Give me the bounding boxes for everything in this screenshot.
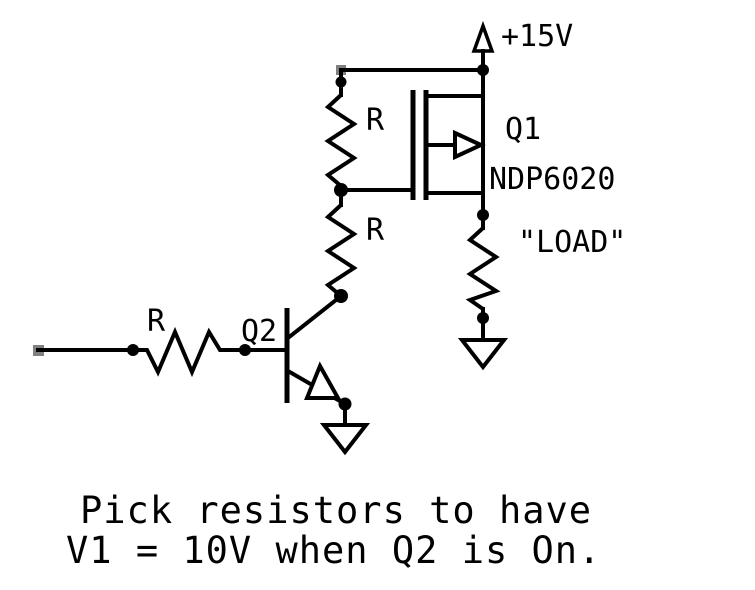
label-resistor-upper: R: [366, 103, 385, 138]
bjt-emitter-arrow-icon: [304, 361, 342, 400]
resistor-upper-group: [324, 68, 358, 192]
label-q1-reference: Q1: [505, 112, 541, 147]
mosfet-body-arrow-icon: [453, 129, 486, 161]
caption-line-2: V1 = 10V when Q2 is On.: [66, 529, 601, 572]
mosfet-q1-symbol: [410, 68, 486, 217]
junction-dot-base: [239, 344, 251, 356]
bjt-q2-symbol: [243, 308, 352, 411]
collector-net: [285, 293, 344, 341]
resistor-load-group: [465, 209, 501, 324]
ground-load-symbol: [457, 316, 509, 371]
label-q2-reference: Q2: [241, 314, 277, 349]
label-resistor-lower: R: [366, 213, 385, 248]
resistor-load-zigzag: [465, 226, 501, 311]
top-supply-rail: [336, 64, 489, 76]
vcc-triangle-icon: [471, 20, 495, 53]
ground-triangle-icon-emitter: [319, 423, 371, 456]
label-load: "LOAD": [518, 225, 626, 260]
gate-drive-net: [334, 183, 415, 197]
label-resistor-base: R: [147, 304, 166, 339]
caption-line-1: Pick resistors to have: [80, 489, 592, 532]
collector-diagonal-wire: [285, 293, 344, 341]
resistor-upper-zigzag: [324, 93, 358, 188]
resistor-lower-group: [324, 188, 358, 303]
label-q1-part-number: NDP6020: [489, 162, 615, 197]
vcc-supply-symbol: [471, 20, 495, 72]
ground-emitter-symbol: [319, 402, 371, 456]
ground-triangle-icon-load: [457, 338, 509, 371]
resistor-base-group: [33, 326, 251, 378]
resistor-base-zigzag: [133, 326, 245, 378]
label-supply-voltage: +15V: [501, 19, 573, 54]
resistor-lower-zigzag: [324, 203, 358, 298]
